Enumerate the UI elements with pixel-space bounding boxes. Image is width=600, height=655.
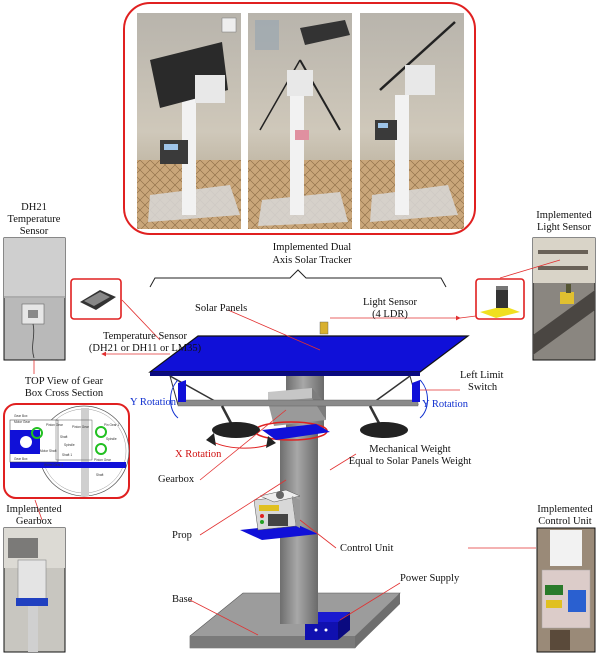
label-gearbox: Gearbox bbox=[158, 474, 195, 485]
gb-label-10: Shaft 1 bbox=[62, 453, 72, 457]
counter-weight-left bbox=[212, 422, 260, 438]
gb-label-0: Gear Box bbox=[14, 414, 28, 418]
label-dh21-1: DH21 bbox=[21, 202, 47, 213]
label-y-rotation-left: Y Rotation bbox=[130, 397, 177, 408]
gb-label-12: Pinion Gear bbox=[94, 458, 112, 462]
photo-frame bbox=[123, 2, 476, 235]
solar-panel bbox=[148, 335, 470, 373]
label-base: Base bbox=[172, 594, 193, 605]
label-x-rotation: X Rotation bbox=[175, 449, 222, 460]
gearbox-photo bbox=[3, 527, 66, 653]
gb-label-9: Motor Shaft bbox=[40, 449, 57, 453]
label-temp-sensor-2: (DH21 or DH11 or LM35) bbox=[89, 343, 202, 354]
light-sensor-photo bbox=[532, 237, 596, 361]
label-mech-weight-2: Equal to Solar Panels Weight bbox=[349, 456, 472, 467]
label-y-rotation-right: Y Rotation bbox=[422, 399, 469, 410]
tracker-photo-1 bbox=[137, 13, 241, 229]
gb-label-1: Motor Gear bbox=[14, 420, 31, 424]
gb-label-6: Spindle bbox=[64, 443, 75, 447]
temp-sensor-drawing bbox=[70, 278, 122, 320]
dh21-sensor-photo bbox=[3, 237, 66, 361]
label-light-sensor-1: Light Sensor bbox=[363, 297, 417, 308]
gb-label-13: Shaft bbox=[96, 473, 104, 477]
leader-lines bbox=[33, 259, 561, 636]
label-prop: Prop bbox=[172, 530, 192, 541]
label-left-limit-1: Left Limit bbox=[460, 370, 504, 381]
labels: Implemented Dual Axis Solar Tracker DH21… bbox=[6, 202, 593, 605]
label-dh21-3: Sensor bbox=[20, 226, 49, 237]
label-implemented-tracker-2: Axis Solar Tracker bbox=[272, 255, 352, 266]
label-top-view-1: TOP View of Gear bbox=[25, 376, 104, 387]
tracker-photo-2 bbox=[248, 13, 352, 229]
implemented-tracker-photos bbox=[123, 2, 476, 235]
tracker-photo-3 bbox=[360, 13, 464, 229]
gb-label-8: Gear Box bbox=[14, 457, 28, 461]
label-control-unit: Control Unit bbox=[340, 543, 393, 554]
label-light-sensor-2: (4 LDR) bbox=[372, 309, 408, 320]
label-impl-control-2: Control Unit bbox=[538, 516, 591, 527]
label-impl-gearbox-2: Gearbox bbox=[16, 516, 53, 527]
y-axle bbox=[177, 399, 419, 407]
label-impl-gearbox-1: Implemented bbox=[6, 504, 62, 515]
label-solar-panels: Solar Panels bbox=[195, 303, 247, 314]
gb-label-2: Pinion Gear bbox=[46, 423, 64, 427]
light-sensor-drawing bbox=[475, 278, 525, 320]
label-left-limit-2: Switch bbox=[468, 382, 498, 393]
gb-label-7: Spindle bbox=[106, 437, 117, 441]
label-dh21-2: Temperature bbox=[8, 214, 61, 225]
bracket bbox=[149, 269, 447, 288]
label-impl-control-1: Implemented bbox=[537, 504, 593, 515]
tracker-drawing bbox=[148, 269, 470, 649]
label-temp-sensor-1: Temperature Sensor bbox=[103, 331, 188, 342]
gb-label-4: Pin Gear 1 bbox=[104, 423, 119, 427]
gb-label-3: Pinion Gear bbox=[72, 425, 90, 429]
gb-label-11: Worm Gear 1 bbox=[44, 463, 63, 467]
label-implemented-tracker-1: Implemented Dual bbox=[273, 242, 352, 253]
label-impl-light-2: Light Sensor bbox=[537, 222, 591, 233]
label-mech-weight-1: Mechanical Weight bbox=[369, 444, 451, 455]
label-top-view-2: Box Cross Section bbox=[25, 388, 104, 399]
label-impl-light-1: Implemented bbox=[536, 210, 592, 221]
counter-weight-right bbox=[360, 422, 408, 438]
ldr-sensor bbox=[319, 321, 329, 335]
gearbox-top-view: Gear Box Motor Gear Pinion Gear Pinion G… bbox=[3, 403, 130, 499]
label-power-supply: Power Supply bbox=[400, 573, 460, 584]
gb-label-5: Shaft bbox=[60, 435, 68, 439]
control-unit-photo bbox=[536, 527, 596, 653]
